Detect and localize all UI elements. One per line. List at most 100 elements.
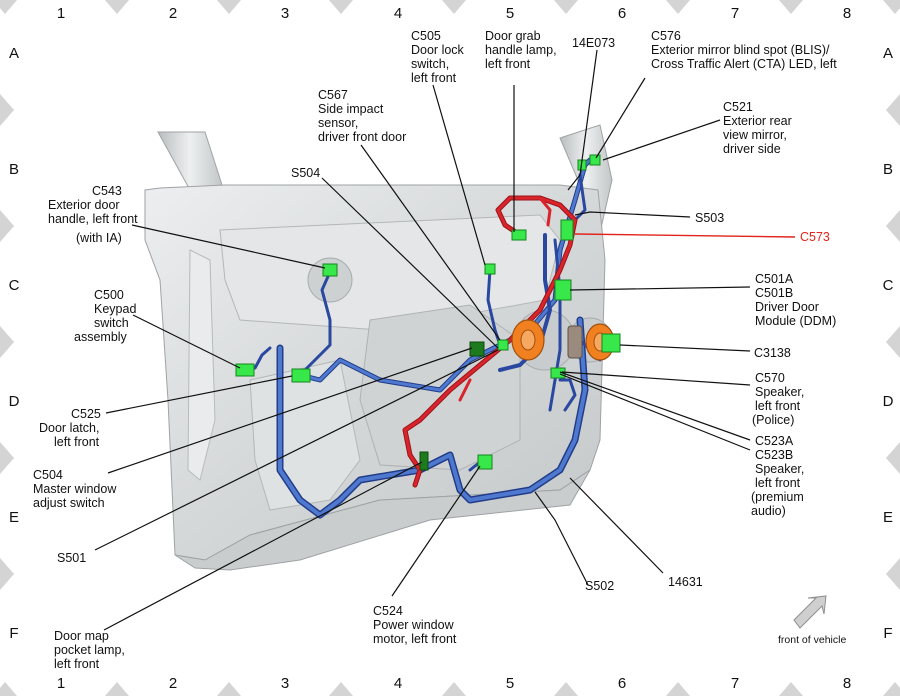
svg-text:audio): audio) (751, 504, 786, 518)
svg-text:C501A: C501A (755, 272, 794, 286)
svg-text:C576: C576 (651, 29, 681, 43)
svg-text:Exterior mirror blind spot (BL: Exterior mirror blind spot (BLIS)/ (651, 43, 830, 57)
svg-text:C543: C543 (92, 184, 122, 198)
grid-column-labels-top: 1 2 3 4 5 6 7 8 (57, 5, 851, 22)
label-c567: C567 Side impact sensor, driver front do… (318, 88, 406, 144)
svg-text:S502: S502 (585, 579, 614, 593)
border-triangle-bottom-5 (554, 682, 578, 696)
svg-text:(premium: (premium (751, 490, 804, 504)
grid-row-d: D (9, 393, 20, 410)
grid-col-1: 1 (57, 5, 65, 22)
svg-text:C521: C521 (723, 100, 753, 114)
connector-c525 (291, 368, 311, 383)
border-triangle-top-edge-0 (0, 0, 17, 14)
grid-row-e-right: E (883, 509, 893, 526)
svg-text:handle lamp,: handle lamp, (485, 43, 557, 57)
border-triangle-left-5 (0, 558, 14, 590)
grid-col-7: 7 (731, 5, 739, 22)
label-grab-handle-lamp: Door grab handle lamp, left front (485, 29, 557, 71)
connector-c505 (484, 263, 496, 275)
svg-text:Side impact: Side impact (318, 102, 384, 116)
label-c523: C523A C523B Speaker, left front (premium… (751, 434, 804, 518)
border-triangle-right-2 (886, 210, 900, 242)
grid-row-labels-right: A B C D E F (883, 45, 894, 642)
connectors (235, 154, 621, 471)
border-triangle-bottom-7 (779, 682, 803, 696)
border-triangle-right-5 (886, 558, 900, 590)
grid-row-a: A (9, 45, 19, 62)
border-triangle-bottom-6 (666, 682, 690, 696)
border-triangle-right-3 (886, 326, 900, 358)
grid-row-f-right: F (883, 625, 892, 642)
border-triangle-bottom-edge-0 (0, 682, 17, 696)
label-c570: C570 Speaker, left front (Police) (752, 371, 804, 427)
grid-col-8-bottom: 8 (843, 675, 851, 692)
grid-row-d-right: D (883, 393, 894, 410)
svg-text:C501B: C501B (755, 286, 793, 300)
svg-text:S503: S503 (695, 211, 724, 225)
border-triangle-bottom-3 (329, 682, 353, 696)
svg-text:Door grab: Door grab (485, 29, 541, 43)
border-triangle-top-7 (779, 0, 803, 14)
svg-text:Exterior door: Exterior door (48, 198, 120, 212)
grid-row-b-right: B (883, 161, 893, 178)
label-c505: C505 Door lock switch, left front (411, 29, 465, 85)
label-c500: C500 Keypad switch assembly (74, 288, 136, 344)
svg-text:left front: left front (485, 57, 531, 71)
svg-text:Speaker,: Speaker, (755, 462, 804, 476)
svg-text:left front: left front (755, 476, 801, 490)
svg-text:left front: left front (755, 399, 801, 413)
border-triangle-bottom-1 (105, 682, 129, 696)
svg-text:Power window: Power window (373, 618, 455, 632)
svg-text:Exterior rear: Exterior rear (723, 114, 792, 128)
svg-text:C523B: C523B (755, 448, 793, 462)
grid-col-4-bottom: 4 (394, 675, 402, 692)
border-triangle-top-3 (329, 0, 353, 14)
label-s503: S503 (695, 211, 724, 225)
label-c573: C573 (800, 230, 830, 244)
svg-text:left front: left front (54, 657, 100, 671)
front-of-vehicle-indicator: front of vehicle (778, 595, 846, 646)
border-triangle-left-3 (0, 326, 14, 358)
svg-text:14E073: 14E073 (572, 36, 615, 50)
connector-c521 (589, 154, 601, 166)
front-of-vehicle-label: front of vehicle (778, 634, 846, 646)
svg-text:(with IA): (with IA) (76, 231, 122, 245)
svg-text:sensor,: sensor, (318, 116, 358, 130)
svg-text:S501: S501 (57, 551, 86, 565)
wire-harness-red (402, 195, 578, 488)
svg-text:Door lock: Door lock (411, 43, 465, 57)
diagonal-arrow-icon (793, 595, 827, 629)
svg-text:Speaker,: Speaker, (755, 385, 804, 399)
grid-col-1-bottom: 1 (57, 675, 65, 692)
grid-row-e: E (9, 509, 19, 526)
border-triangle-bottom-2 (217, 682, 241, 696)
grid-col-7-bottom: 7 (731, 675, 739, 692)
grid-col-2: 2 (169, 5, 177, 22)
connector-map-lamp (419, 451, 429, 471)
grid-col-4: 4 (394, 5, 402, 22)
label-c543: C543 Exterior door handle, left front (w… (48, 184, 138, 245)
label-door-map-pocket-lamp: Door map pocket lamp, left front (54, 629, 125, 671)
svg-text:Driver Door: Driver Door (755, 300, 819, 314)
svg-text:C567: C567 (318, 88, 348, 102)
svg-text:switch,: switch, (411, 57, 449, 71)
svg-text:C504: C504 (33, 468, 63, 482)
grid-col-6-bottom: 6 (618, 675, 626, 692)
svg-text:driver side: driver side (723, 142, 781, 156)
svg-text:C500: C500 (94, 288, 124, 302)
svg-text:Door latch,: Door latch, (39, 421, 99, 435)
label-c576: C576 Exterior mirror blind spot (BLIS)/ … (651, 29, 837, 71)
svg-text:handle, left front: handle, left front (48, 212, 138, 226)
grid-col-2-bottom: 2 (169, 675, 177, 692)
svg-text:C524: C524 (373, 604, 403, 618)
grid-row-a-right: A (883, 45, 893, 62)
label-c524: C524 Power window motor, left front (373, 604, 457, 646)
label-s502: S502 (585, 579, 614, 593)
grid-row-labels-left: A B C D E F (9, 45, 20, 642)
grid-row-b: B (9, 161, 19, 178)
border-triangle-bottom-edge-1 (883, 682, 900, 696)
connector-c524 (477, 454, 493, 470)
